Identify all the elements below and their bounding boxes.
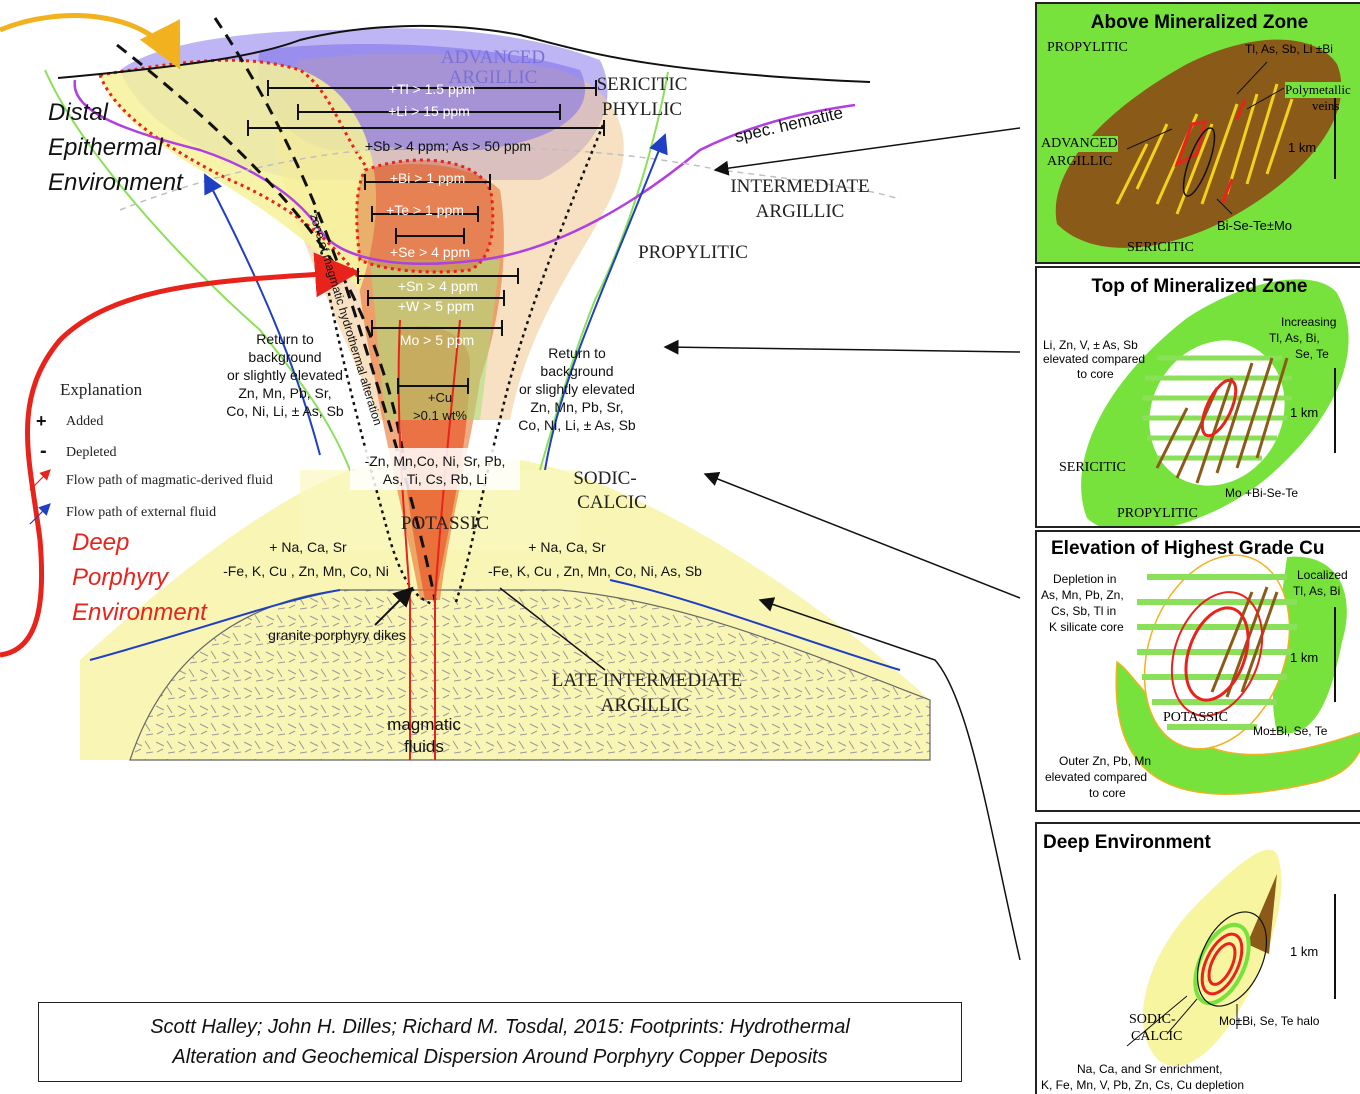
citation-line-1: Scott Halley; John H. Dilles; Richard M.… [50,1012,950,1042]
porphyry-diagram: +Tl > 1.5 ppm+Li > 15 ppm+Sb > 4 ppm; As… [0,0,1030,1010]
svg-text:or slightly elevated: or slightly elevated [519,381,635,397]
threshold-label: Mo > 5 ppm [400,332,474,348]
threshold-label: +Se > 4 ppm [390,244,470,260]
threshold-label: +Sn > 4 ppm [398,278,478,294]
svg-text:Environment: Environment [48,169,184,196]
legend: Explanation + Added - Depleted Flow path… [30,380,273,524]
svg-text:Return to: Return to [256,331,314,347]
svg-text:Return to: Return to [548,345,606,361]
threshold-label: +Te > 1 ppm [386,202,464,218]
zone-potassic: POTASSIC [401,513,489,534]
zone-late-ia-1: LATE INTERMEDIATE [552,670,743,691]
granite-dikes-label: granite porphyry dikes [268,627,406,643]
threshold-label: +W > 5 ppm [398,298,474,314]
zone-spec-hematite: spec. hematite [733,103,845,146]
panel-above-mineralized: Above Mineralized Zone PROPYLITIC Tl, As… [1035,2,1360,264]
legend-added: Added [66,414,103,429]
svg-text:Co, Ni, Li, ± As, Sb: Co, Ni, Li, ± As, Sb [518,417,636,433]
potassic-left-1: + Na, Ca, Sr [269,539,347,555]
svg-text:background: background [540,363,613,379]
zone-sodic-1: SODIC- [573,468,636,489]
svg-text:Environment: Environment [72,599,208,626]
svg-text:Zn, Mn, Pb, Sr,: Zn, Mn, Pb, Sr, [238,385,331,401]
legend-external-flow: Flow path of external fluid [66,505,216,520]
zone-sericitic-1: SERICITIC [597,74,688,95]
panel-deep-environment: Deep Environment 1 km SODIC- CALCIC Mo±B… [1035,822,1360,1094]
panel-top-title: Top of Mineralized Zone [1037,276,1360,298]
zone-advanced-argillic-1: ADVANCED [441,47,545,68]
potassic-right-2: -Fe, K, Cu , Zn, Mn, Co, Ni, As, Sb [488,563,702,579]
svg-text:Co, Ni, Li, ± As, Sb: Co, Ni, Li, ± As, Sb [226,403,344,419]
panel-elevation-title: Elevation of Highest Grade Cu [1051,538,1324,560]
panel-elevation-highest-grade: Elevation of Highest Grade Cu Depletion … [1035,530,1360,812]
cu-label-2: >0.1 wt% [413,408,467,423]
zone-advanced-argillic-2: ARGILLIC [449,67,538,88]
svg-text:Distal: Distal [48,99,109,126]
zone-sodic-2: CALCIC [577,492,647,513]
legend-depleted: Depleted [66,445,117,460]
potassic-right-1: + Na, Ca, Sr [528,539,606,555]
zone-late-ia-2: ARGILLIC [601,695,690,716]
connector-top [665,347,1020,352]
svg-text:or slightly elevated: or slightly elevated [227,367,343,383]
panel-above-title: Above Mineralized Zone [1037,12,1360,34]
legend-magmatic-flow: Flow path of magmatic-derived fluid [66,473,273,488]
depleted-center-2: As, Ti, Cs, Rb, Li [383,471,487,487]
svg-text:Zn, Mn, Pb, Sr,: Zn, Mn, Pb, Sr, [530,399,623,415]
return-left: Return to background or slightly elevate… [226,331,344,419]
return-right: Return to background or slightly elevate… [518,345,636,433]
citation-box: Scott Halley; John H. Dilles; Richard M.… [38,1002,962,1082]
threshold-label: +Bi > 1 ppm [390,170,466,186]
citation-line-2: Alteration and Geochemical Dispersion Ar… [50,1042,950,1072]
svg-text:Epithermal: Epithermal [48,134,163,161]
potassic-left-2: -Fe, K, Cu , Zn, Mn, Co, Ni [223,563,389,579]
threshold-label: +Li > 15 ppm [388,103,470,119]
svg-text:background: background [248,349,321,365]
magmatic-fluids-2: fluids [404,737,444,756]
magmatic-fluids-1: magmatic [387,715,461,734]
threshold-label: +Sb > 4 ppm; As > 50 ppm [365,138,531,154]
zone-propylitic: PROPYLITIC [638,242,748,263]
zone-intermediate-1: INTERMEDIATE [730,176,869,197]
svg-text:Deep: Deep [72,529,129,556]
svg-text:+: + [36,411,47,431]
depleted-center-1: -Zn, Mn,Co, Ni, Sr, Pb, [365,453,506,469]
svg-text:Porphyry: Porphyry [72,564,170,591]
panel-top-mineralized: Top of Mineralized Zone Li, Zn, V, ± As,… [1035,266,1360,528]
zone-intermediate-2: ARGILLIC [756,201,845,222]
zone-sericitic-2: PHYLLIC [602,99,682,120]
svg-text:-: - [40,440,47,462]
cu-label-1: +Cu [428,390,452,405]
panel-deep-title: Deep Environment [1043,832,1211,854]
legend-title: Explanation [60,380,143,399]
